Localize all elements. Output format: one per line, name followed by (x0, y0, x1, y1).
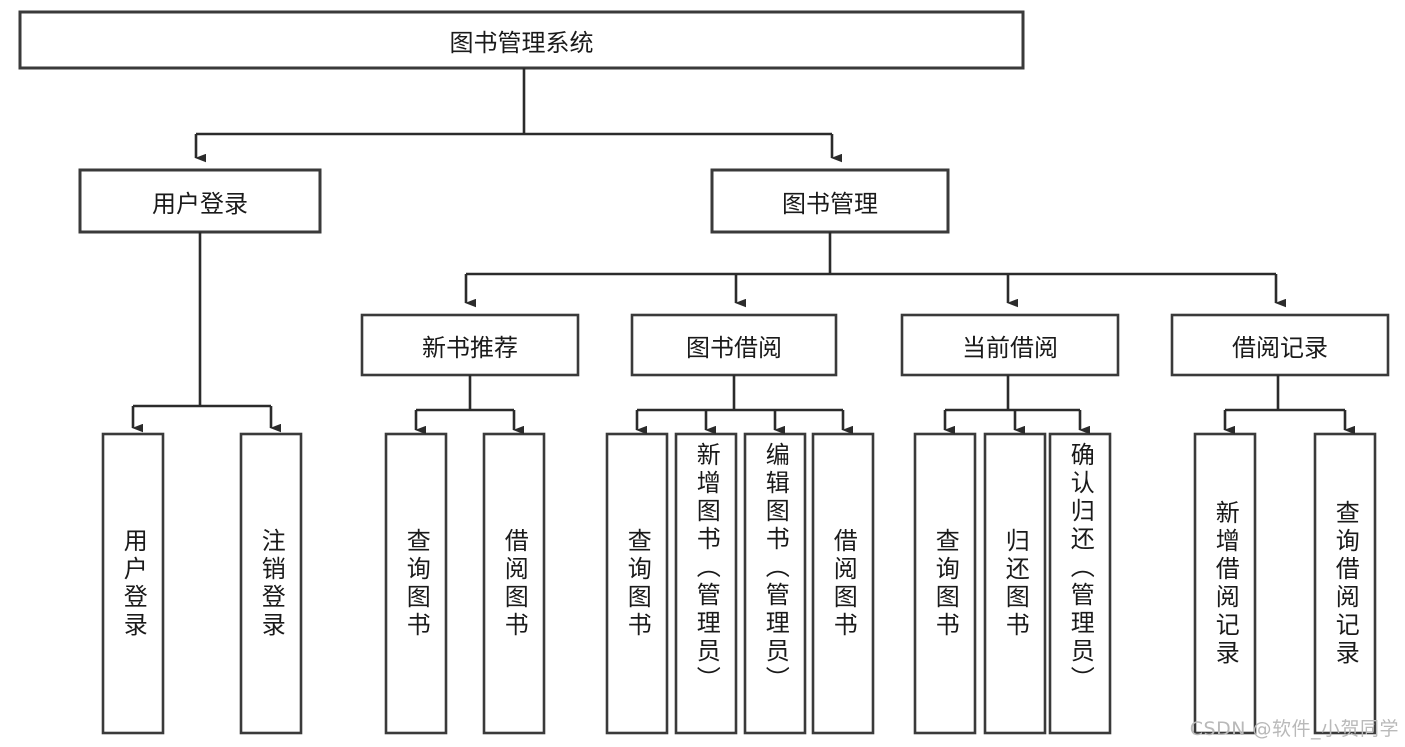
leaf-label-query-book-rec: 查询图书 (402, 527, 431, 640)
leaf-label-user-login: 用户登录 (119, 527, 148, 640)
node-label-user-login: 用户登录 (152, 189, 248, 218)
node-label-root: 图书管理系统 (449, 28, 594, 57)
leaf-label-query-book-borrow: 查询图书 (623, 527, 652, 640)
leaf-label-confirm-return-admin: 确认归还（管理员） (1066, 442, 1095, 694)
leaf-box-return-book[interactable] (983, 432, 1047, 735)
node-box-new-book-recommend[interactable] (360, 313, 580, 377)
node-box-current-borrow[interactable] (900, 313, 1120, 377)
leaf-box-borrow-book-rec[interactable] (482, 432, 546, 735)
node-label-borrow-record: 借阅记录 (1232, 333, 1328, 362)
leaf-box-query-book-borrow[interactable] (605, 432, 669, 735)
leaf-box-query-book-rec[interactable] (384, 432, 448, 735)
leaf-label-borrow-book: 借阅图书 (829, 527, 858, 640)
leaf-label-return-book: 归还图书 (1001, 527, 1030, 640)
leaf-box-user-login[interactable] (101, 432, 165, 735)
leaf-label-logout: 注销登录 (257, 527, 286, 640)
leaf-label-query-borrow-record: 查询借阅记录 (1331, 499, 1360, 668)
leaf-label-add-book-admin: 新增图书（管理员） (692, 442, 721, 694)
leaf-box-confirm-return-admin[interactable] (1048, 432, 1112, 735)
leaf-box-query-borrow-record[interactable] (1313, 432, 1377, 735)
leaf-label-add-borrow-record: 新增借阅记录 (1211, 499, 1240, 668)
node-box-borrow-record[interactable] (1170, 313, 1390, 377)
leaf-box-add-borrow-record[interactable] (1193, 432, 1257, 735)
leaf-box-query-book-current[interactable] (913, 432, 977, 735)
leaf-box-logout[interactable] (239, 432, 303, 735)
node-box-user-login[interactable] (78, 168, 322, 234)
node-box-root[interactable] (18, 10, 1025, 70)
leaf-label-query-book-current: 查询图书 (931, 527, 960, 640)
node-label-book-borrow: 图书借阅 (686, 333, 782, 362)
leaf-label-edit-book-admin: 编辑图书（管理员） (761, 442, 790, 694)
node-label-new-book-recommend: 新书推荐 (422, 333, 518, 362)
leaf-box-add-book-admin[interactable] (674, 432, 738, 735)
leaf-label-borrow-book-rec: 借阅图书 (500, 527, 529, 640)
leaf-box-borrow-book[interactable] (811, 432, 875, 735)
node-label-book-management: 图书管理 (782, 189, 878, 218)
node-label-current-borrow: 当前借阅 (962, 333, 1058, 362)
